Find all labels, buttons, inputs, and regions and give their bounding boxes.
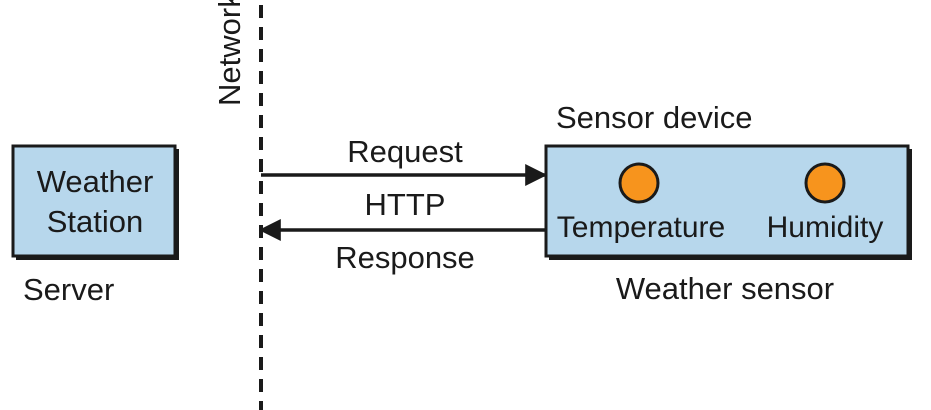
weather-sensor-caption: Weather sensor	[616, 271, 834, 306]
sensor-box-shadow	[908, 149, 912, 259]
weather-station-box-shadow	[175, 149, 179, 259]
weather-station-line2: Station	[47, 204, 144, 239]
network-label: Network	[212, 0, 247, 106]
server-node: Weather Station	[11, 144, 179, 260]
http-label: HTTP	[365, 187, 446, 222]
temperature-indicator-icon	[618, 162, 660, 204]
humidity-indicator-icon	[804, 162, 846, 204]
weather-station-line1: Weather	[37, 164, 154, 199]
temperature-label: Temperature	[557, 211, 725, 244]
sensor-device-title: Sensor device	[556, 100, 752, 135]
sensor-box	[544, 144, 910, 258]
humidity-label: Humidity	[767, 211, 884, 244]
response-label: Response	[335, 240, 475, 275]
weather-station-box	[11, 144, 177, 258]
sensor-box-shadow-bottom	[549, 256, 912, 260]
server-caption: Server	[23, 272, 114, 307]
request-label: Request	[347, 134, 463, 169]
weather-station-box-shadow-bottom	[16, 256, 179, 260]
sensor-node: Temperature Humidity	[544, 144, 912, 260]
